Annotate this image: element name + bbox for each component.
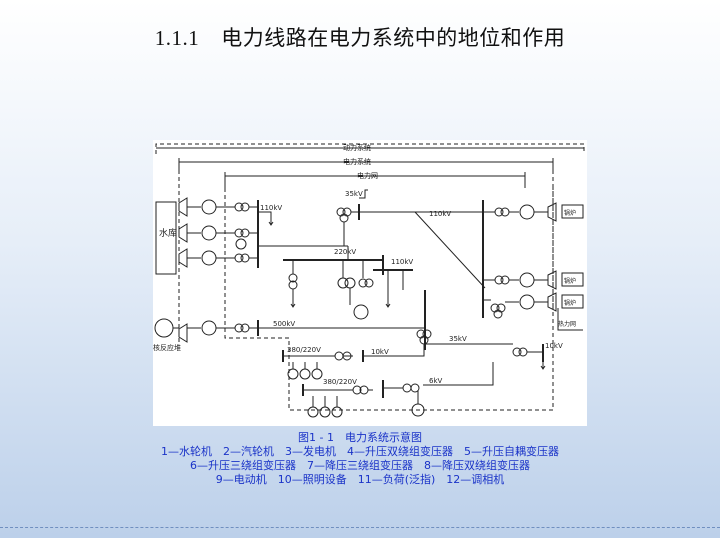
label-power-system-outer: 动力系统 [343, 143, 371, 152]
generator-5 [519, 272, 535, 288]
figure-caption: 图1 - 1 电力系统示意图 1—水轮机 2—汽轮机 3—发电机 4—升压双绕组… [0, 431, 720, 487]
label-power-system: 电力系统 [343, 157, 371, 166]
generator-4 [519, 204, 535, 220]
label-nuclear: 核反应堆 [153, 343, 181, 352]
hydro-turbine-3 [178, 248, 188, 268]
label-110kv-mid: 110kV [429, 210, 451, 218]
generator-1 [201, 199, 217, 215]
label-35kv-mid: 35kV [449, 335, 467, 343]
generator-3 [201, 250, 217, 266]
label-boiler-3: 锅炉 [564, 299, 576, 307]
label-35kv-top: 35kV [345, 190, 363, 198]
section-number: 1.1.1 [154, 26, 200, 50]
label-10kv-2: 10kV [545, 342, 563, 350]
footer-divider [0, 527, 720, 528]
label-6kv: 6kV [429, 377, 443, 385]
label-110kv-right: 110kV [391, 258, 413, 266]
generator-2 [201, 225, 217, 241]
power-system-outer-bracket [155, 143, 585, 154]
label-heat-network: 热力网 [558, 320, 576, 328]
generator-7 [201, 320, 217, 336]
label-380v-1: 380/220V [287, 346, 321, 354]
label-380v-2: 380/220V [323, 378, 357, 386]
label-reservoir: 水库 [159, 227, 177, 239]
caption-title: 图1 - 1 电力系统示意图 [298, 431, 422, 444]
label-500kv: 500kV [273, 320, 295, 328]
hydro-turbine-1 [178, 197, 188, 217]
label-110kv-left: 110kV [260, 204, 282, 212]
hydro-turbine-2 [178, 223, 188, 243]
label-10kv-1: 10kV [371, 348, 389, 356]
generator-6 [519, 294, 535, 310]
reservoir-box [155, 201, 177, 275]
label-boiler-1: 锅炉 [564, 209, 576, 217]
caption-legend-1: 1—水轮机 2—汽轮机 3—发电机 4—升压双绕组变压器 5—升压自耦变压器 [161, 445, 559, 458]
label-power-grid: 电力网 [357, 171, 378, 180]
label-220kv: 220kV [334, 248, 356, 256]
caption-legend-3: 9—电动机 10—照明设备 11—负荷(泛指) 12—调相机 [215, 473, 505, 486]
nuclear-reactor [154, 318, 174, 338]
diagram-svg: 动力系统 电力系统 电力网 水库 核反应堆 锅炉 锅炉 锅炉 热力网 110kV… [153, 143, 585, 418]
label-boiler-2: 锅炉 [564, 277, 576, 285]
line-110kv-diagonal [414, 211, 486, 289]
grid-boundary [224, 188, 554, 411]
caption-legend-2: 6—升压三绕组变压器 7—降压三绕组变压器 8—降压双绕组变压器 [190, 459, 530, 472]
slide-title: 1.1.1 电力线路在电力系统中的地位和作用 [0, 22, 720, 52]
power-system-diagram: 动力系统 电力系统 电力网 水库 核反应堆 锅炉 锅炉 锅炉 热力网 110kV… [153, 140, 587, 426]
synchronous-condenser [353, 304, 369, 320]
section-title: 电力线路在电力系统中的地位和作用 [221, 26, 566, 50]
